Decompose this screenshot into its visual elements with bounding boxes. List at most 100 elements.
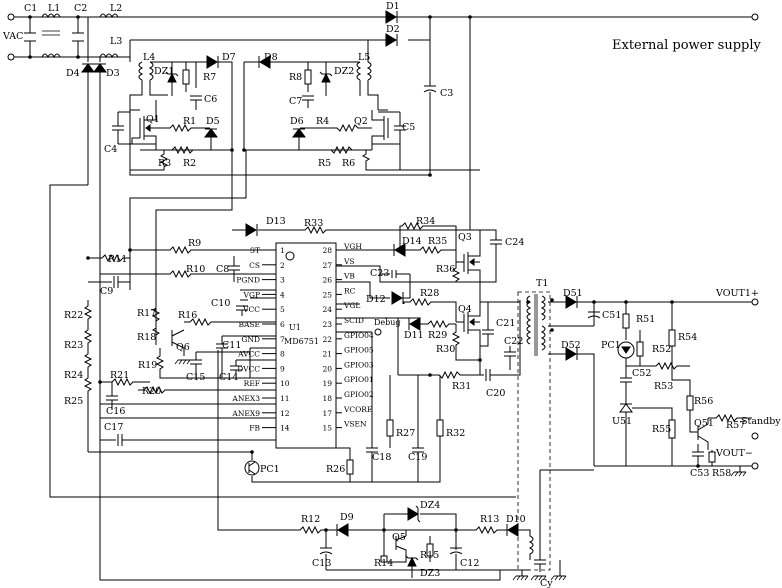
u1-pin-15-name: VSEN <box>343 420 367 429</box>
r21-label: R21 <box>110 370 129 381</box>
vout1-terminal[interactable] <box>751 298 759 306</box>
hv-output-terminal[interactable] <box>751 13 759 21</box>
r3-label: R3 <box>158 158 171 169</box>
standby-label: Standby <box>741 416 781 427</box>
u1-pin-17-number: 17 <box>322 409 332 418</box>
r20-label: R20 <box>142 386 161 397</box>
d8-label: D8 <box>264 52 278 63</box>
r58-label: R58 <box>712 468 731 479</box>
c22-label: C22 <box>504 336 523 347</box>
r54-label: R54 <box>678 332 697 343</box>
u1-pin-12-number: 12 <box>280 409 290 418</box>
control-peripherals: R9 C8 R10 R11 C9 C10 R16 R17 R18 Q6 C11 … <box>64 238 465 483</box>
u1-pin-11-name: ANEX3 <box>231 394 260 403</box>
c52-label: C52 <box>632 368 651 379</box>
diagram-title: External power supply <box>612 38 762 53</box>
r14-label: R14 <box>374 558 393 569</box>
r16-label: R16 <box>178 310 197 321</box>
r23-label: R23 <box>64 340 83 351</box>
ac-input-section: VAC C1 L1 C2 L2 L3 D4 D3 <box>2 3 122 185</box>
r1-label: R1 <box>183 116 196 127</box>
c53-label: C53 <box>690 468 709 479</box>
r4-label: R4 <box>316 116 329 127</box>
d14-label: D14 <box>402 236 422 247</box>
vac-terminal-top[interactable] <box>7 13 15 21</box>
u1-body[interactable] <box>275 242 337 449</box>
vac-terminal-bottom[interactable] <box>7 53 15 61</box>
c4-label: C4 <box>104 144 117 155</box>
r33-label: R33 <box>304 218 323 229</box>
u1-pin-28-number: 28 <box>322 246 332 255</box>
u1-pin-15-number: 15 <box>322 424 332 433</box>
u1-pin-11-number: 11 <box>280 394 290 403</box>
u1-pin-3-number: 3 <box>280 276 285 285</box>
d51-label: D51 <box>563 288 583 299</box>
c24-label: C24 <box>505 237 524 248</box>
d52-label: D52 <box>561 340 581 351</box>
c21-label: C21 <box>496 318 515 329</box>
u1-pin-2-number: 2 <box>280 261 285 270</box>
u1-pin-24-name: VGL <box>343 301 360 310</box>
c23-label: C23 <box>370 268 389 279</box>
d13-label: D13 <box>266 216 286 227</box>
r34-label: R34 <box>416 216 435 227</box>
u1-pin-6-name: BASE <box>238 320 260 329</box>
c10-label: C10 <box>211 298 230 309</box>
standby-terminal[interactable] <box>751 432 759 440</box>
pc1-photo-label: PC1 <box>260 464 280 475</box>
c18-label: C18 <box>372 452 391 463</box>
u1-pin-20-number: 20 <box>322 364 332 373</box>
u1-pin-19-number: 19 <box>322 379 332 388</box>
u1-pin-21-number: 21 <box>322 350 332 359</box>
u1-pin-22-name: GPIO04 <box>344 331 374 340</box>
u1-pin-9-number: 9 <box>280 364 285 373</box>
u1-pin-20-name: GPIO03 <box>344 360 374 369</box>
dz3-label: DZ3 <box>420 568 440 579</box>
r19-label: R19 <box>138 360 157 371</box>
r7-label: R7 <box>203 72 216 83</box>
q1-label: Q1 <box>146 114 160 125</box>
t1-label: T1 <box>536 278 548 289</box>
u1-pin-4-number: 4 <box>280 290 285 299</box>
u1-pin-12-name: ANEX9 <box>231 409 260 418</box>
u1-pin-3-name: PGND <box>236 276 260 285</box>
cy-label: Cy <box>540 578 553 588</box>
u1-pin-5-name: VCC <box>242 305 260 314</box>
u1-pin-19-name: GPIO01 <box>344 375 374 384</box>
debug-terminal[interactable] <box>374 328 382 336</box>
u1-pin-4-name: VGP <box>243 290 260 299</box>
r22-label: R22 <box>64 310 83 321</box>
l5-label: L5 <box>358 52 370 63</box>
u1-pin-23-number: 23 <box>322 320 332 329</box>
r8-label: R8 <box>289 72 302 83</box>
r10-label: R10 <box>186 264 205 275</box>
d11-label: D11 <box>404 330 424 341</box>
r11-label: R11 <box>108 254 127 265</box>
r51-label: R51 <box>636 314 655 325</box>
q6-label: Q6 <box>176 342 190 353</box>
c1-label: C1 <box>24 3 37 14</box>
d9-label: D9 <box>340 512 354 523</box>
u1-pin-2-name: CS <box>249 261 260 270</box>
r5-label: R5 <box>318 158 331 169</box>
u1-ic: U1 MD6751 1ST2CS3PGND4VGP5VCC6BASE7GND8A… <box>231 242 374 449</box>
c2-label: C2 <box>74 3 87 14</box>
r30-label: R30 <box>436 344 455 355</box>
d7-label: D7 <box>222 52 236 63</box>
c20-label: C20 <box>486 388 505 399</box>
u1-pin-6-number: 6 <box>280 320 285 329</box>
d6-label: D6 <box>290 116 304 127</box>
d10-label: D10 <box>506 514 526 525</box>
vac-label: VAC <box>2 31 23 42</box>
r52-label: R52 <box>652 344 671 355</box>
u1-pin-25-number: 25 <box>322 290 332 299</box>
u1-pin-27-name: VS <box>343 257 355 266</box>
vout-minus-terminal[interactable] <box>751 462 759 470</box>
u1-pin-10-name: REF <box>244 379 260 388</box>
vout1-label: VOUT1+ <box>715 288 759 299</box>
u1-pin-7-number: 7 <box>280 335 285 344</box>
q51-label: Q51 <box>694 418 714 429</box>
transformer-t1: T1 D51 D52 C51 VOUT1+ R51 PC1 R52 C52 R5… <box>517 278 781 571</box>
